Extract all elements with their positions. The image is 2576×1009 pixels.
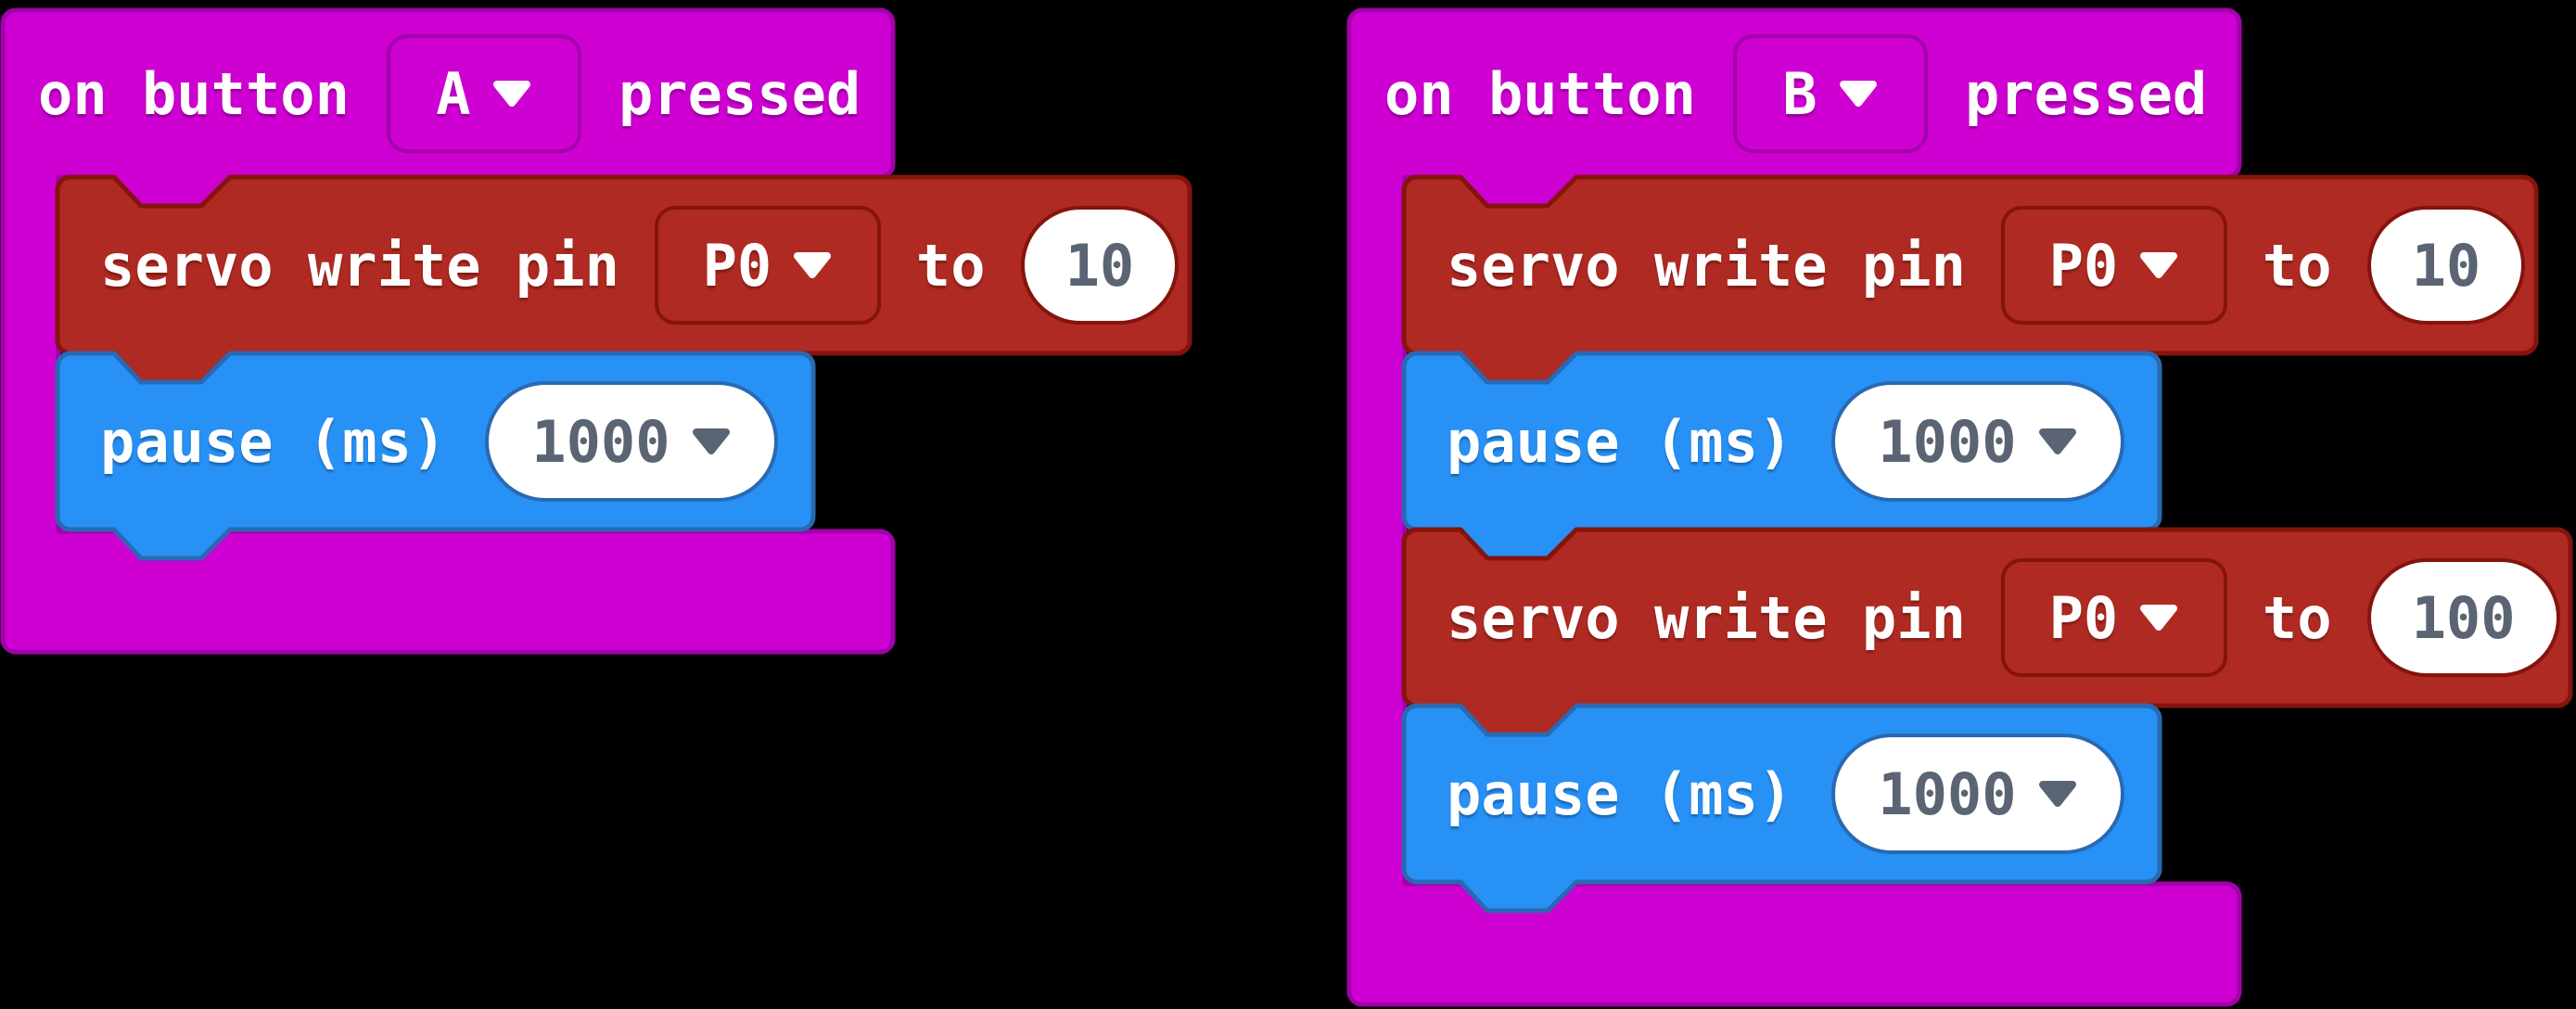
button-dropdown-value: A [436,59,471,128]
pressed-suffix-label: pressed [1964,59,2208,128]
pin-dropdown[interactable]: P0 [2000,206,2227,325]
servo-write-block[interactable]: servo write pin P0 to 100 [1401,527,2573,737]
pause-duration-value: 1000 [1878,407,2017,476]
pause-block[interactable]: pause (ms) 1000 [55,351,816,561]
chevron-down-icon [492,81,530,107]
on-button-prefix-label: on button [38,59,350,128]
pressed-suffix-label: pressed [618,59,861,128]
pause-label: pause (ms) [1447,407,1793,476]
servo-value: 10 [1065,231,1135,300]
pause-duration-dropdown[interactable]: 1000 [485,381,778,502]
chevron-down-icon [1839,81,1877,107]
pin-dropdown-value: P0 [702,231,772,300]
pause-label: pause (ms) [1447,760,1793,828]
pause-duration-dropdown[interactable]: 1000 [1831,381,2124,502]
servo-write-label: servo write pin [1447,231,1966,300]
statement-block-shape [1401,174,2539,385]
chevron-down-icon [2140,605,2178,631]
pin-dropdown-value: P0 [2048,231,2119,300]
statement-block-shape [55,174,1192,385]
servo-write-label: servo write pin [100,231,619,300]
statement-block-shape [1401,527,2573,737]
servo-value-input[interactable]: 10 [2366,206,2526,325]
servo-value-input[interactable]: 10 [1020,206,1180,325]
servo-value-input[interactable]: 100 [2366,558,2560,677]
to-label: to [2262,583,2332,652]
pause-label: pause (ms) [100,407,447,476]
pause-block[interactable]: pause (ms) 1000 [1401,351,2162,561]
servo-write-block[interactable]: servo write pin P0 to 10 [1401,174,2539,385]
to-label: to [2262,231,2332,300]
pause-duration-dropdown[interactable]: 1000 [1831,734,2124,854]
chevron-down-icon [2038,428,2076,454]
event-block-on-button-a[interactable]: on button A pressed [0,7,896,655]
servo-write-block[interactable]: servo write pin P0 to 10 [55,174,1192,385]
pin-dropdown[interactable]: P0 [2000,558,2227,677]
button-dropdown[interactable]: A [386,34,581,153]
chevron-down-icon [2038,781,2076,807]
pin-dropdown[interactable]: P0 [654,206,881,325]
pin-dropdown-value: P0 [2048,583,2119,652]
chevron-down-icon [2140,252,2178,278]
pause-block[interactable]: pause (ms) 1000 [1401,703,2162,913]
to-label: to [915,231,986,300]
event-block-on-button-b[interactable]: on button B pressed [1346,7,2242,1007]
pause-duration-value: 1000 [1878,760,2017,828]
servo-value: 10 [2411,231,2481,300]
hat-block-shape [0,7,896,655]
button-dropdown-value: B [1782,59,1817,128]
on-button-prefix-label: on button [1384,59,1696,128]
servo-value: 100 [2411,583,2516,652]
hat-block-shape [1346,7,2242,1007]
chevron-down-icon [794,252,832,278]
button-dropdown[interactable]: B [1732,34,1928,153]
chevron-down-icon [692,428,730,454]
servo-write-label: servo write pin [1447,583,1966,652]
pause-duration-value: 1000 [531,407,670,476]
